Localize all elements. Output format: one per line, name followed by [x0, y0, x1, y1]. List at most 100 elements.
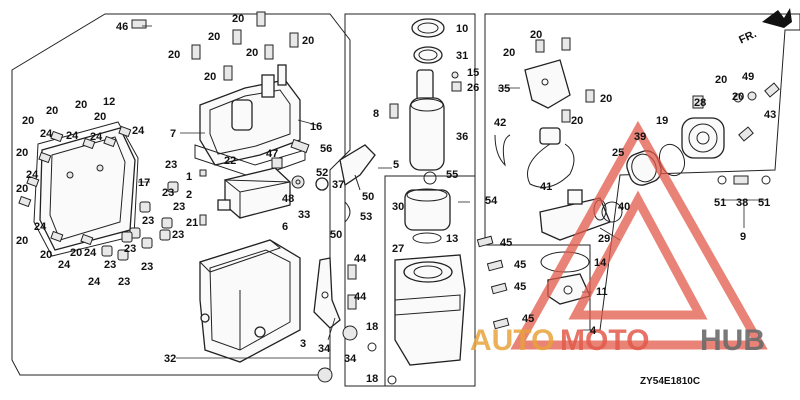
- filter-cup: [681, 117, 725, 159]
- callout: 23: [142, 215, 154, 227]
- callout: 44: [354, 291, 367, 303]
- callout: 20: [530, 29, 542, 41]
- callout: 39: [634, 131, 646, 143]
- watermark-moto: MOTO: [560, 324, 649, 357]
- callout: 38: [736, 197, 748, 209]
- callout: 41: [540, 181, 552, 193]
- right-assembly-frame: [484, 13, 800, 331]
- callout: 28: [694, 97, 706, 109]
- callout: 20: [246, 47, 258, 59]
- callout: 20: [16, 147, 28, 159]
- callout: 24: [66, 130, 79, 142]
- callout: 9: [740, 231, 746, 243]
- callout: 46: [116, 21, 128, 33]
- strainer: [404, 188, 451, 231]
- left-bolts: [18, 125, 132, 246]
- callout: 25: [612, 147, 624, 159]
- callout: 48: [282, 193, 294, 205]
- callout: 52: [316, 167, 328, 179]
- callout: 37: [332, 179, 344, 191]
- lower-housing: [199, 239, 301, 363]
- control-module: [217, 167, 291, 219]
- callout: 23: [165, 159, 177, 171]
- callout: 23: [141, 261, 153, 273]
- callout: 45: [522, 313, 534, 325]
- callout: 15: [467, 67, 479, 79]
- callout: 24: [26, 169, 39, 181]
- callout: 29: [598, 233, 610, 245]
- diagram-code: ZY54E1810C: [640, 376, 700, 387]
- callout: 43: [764, 109, 776, 121]
- watermark-hub: HUB: [700, 324, 765, 357]
- callout: 20: [208, 31, 220, 43]
- upper-housing: [194, 64, 306, 179]
- callout: 13: [446, 233, 458, 245]
- callout: 5: [393, 159, 399, 171]
- callout: 45: [514, 281, 526, 293]
- watermark-triangle-icon: [510, 120, 768, 350]
- callout: 34: [318, 343, 331, 355]
- callout: 6: [282, 221, 288, 233]
- callout: 33: [298, 209, 310, 221]
- callout: 20: [232, 13, 244, 25]
- callout: 1: [186, 171, 192, 183]
- callout: 56: [320, 143, 332, 155]
- callout: 30: [392, 201, 404, 213]
- callout: 20: [503, 47, 515, 59]
- callout: 32: [164, 353, 176, 365]
- callout: 24: [34, 221, 47, 233]
- callout: 2: [186, 189, 192, 201]
- callout: 20: [715, 74, 727, 86]
- callout: 20: [94, 111, 106, 123]
- callout: 7: [170, 128, 176, 140]
- callout: 45: [514, 259, 526, 271]
- callout: 49: [742, 71, 754, 83]
- callout: 36: [456, 131, 468, 143]
- pressure-regulator: [527, 127, 575, 188]
- watermark-auto: AUTO: [470, 324, 554, 357]
- callout: 26: [467, 82, 479, 94]
- callout: 23: [118, 276, 130, 288]
- callout: 34: [344, 353, 357, 365]
- callout: 14: [594, 257, 607, 269]
- callout: 4: [590, 325, 597, 337]
- callout: 12: [103, 96, 115, 108]
- callout: 20: [302, 35, 314, 47]
- callout: 23: [104, 259, 116, 271]
- callout: 24: [88, 276, 101, 288]
- callout: 20: [22, 115, 34, 127]
- callout: 35: [498, 83, 510, 95]
- callout: 22: [224, 155, 236, 167]
- upper-housing-bolts: [131, 11, 299, 81]
- callout: 40: [618, 201, 630, 213]
- valve-bracket: [524, 59, 571, 109]
- callout: 19: [656, 115, 668, 127]
- callout: 20: [70, 247, 82, 259]
- callout: 20: [204, 71, 216, 83]
- callout: 23: [162, 187, 174, 199]
- callout: 8: [373, 108, 379, 120]
- callout: 18: [366, 373, 378, 385]
- fuel-pump-inner-frame: [384, 175, 476, 387]
- callout: 20: [732, 91, 744, 103]
- callout: 42: [494, 117, 506, 129]
- callout: 17: [138, 177, 150, 189]
- float-chamber: [394, 254, 466, 366]
- callout-labels: 46 20 20 20 20 20 20 7 1 6 12 20 20 20 20…: [16, 13, 776, 385]
- callout: 20: [75, 99, 87, 111]
- callout: 44: [354, 253, 367, 265]
- grommets: [101, 181, 179, 261]
- callout: 20: [40, 249, 52, 261]
- callout: 53: [360, 211, 372, 223]
- callout: 47: [266, 148, 278, 160]
- callout: 24: [90, 131, 103, 143]
- callout: 23: [172, 229, 184, 241]
- front-arrow-icon: [762, 8, 792, 28]
- watermark: AUTO MOTO HUB: [470, 120, 768, 357]
- callout: 31: [456, 50, 468, 62]
- callout: 20: [571, 115, 583, 127]
- callout: 10: [456, 23, 468, 35]
- callout: 55: [446, 169, 458, 181]
- callout: 45: [500, 237, 512, 249]
- callout: 11: [596, 286, 608, 298]
